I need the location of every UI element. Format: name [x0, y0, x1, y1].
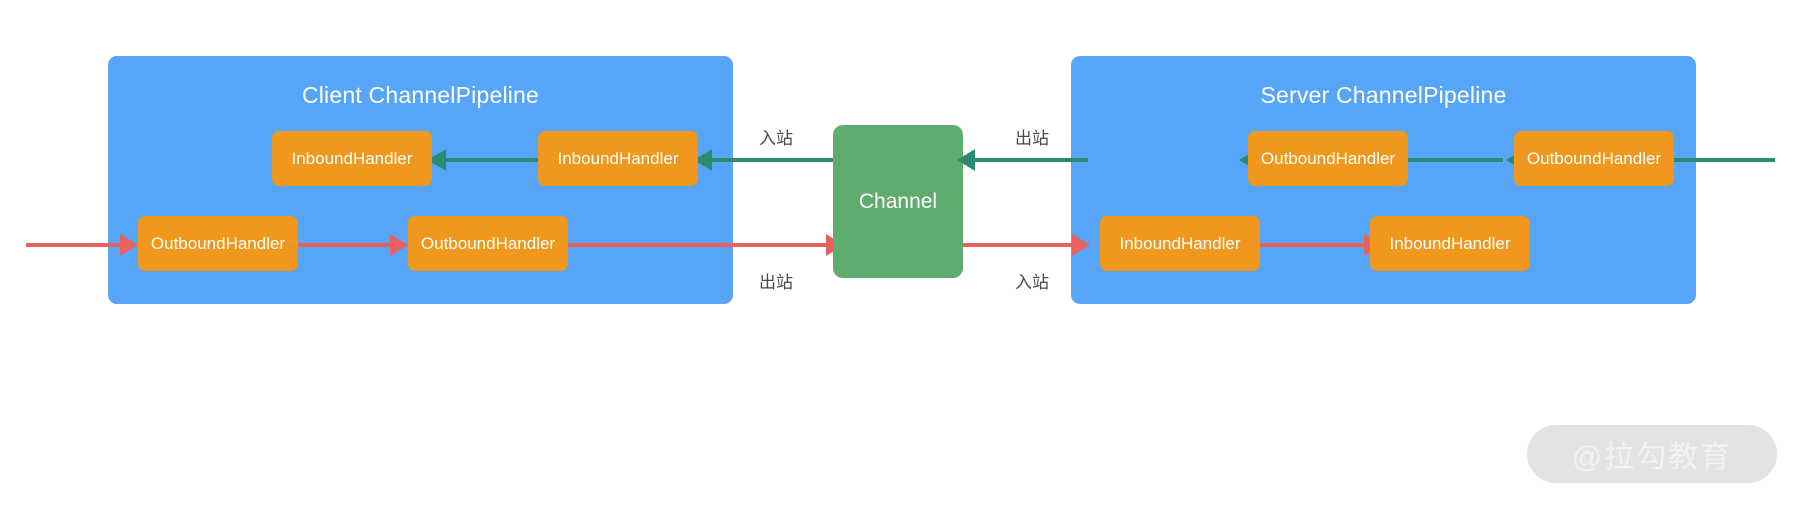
server-outbound-handler-1-label: OutboundHandler — [1260, 148, 1396, 168]
server-inbound-line-from-channel — [963, 243, 1078, 247]
client-inbound-arrowhead-1 — [428, 149, 446, 171]
client-panel-title: Client ChannelPipeline — [301, 82, 540, 108]
client-outbound-line-segment-1 — [296, 243, 396, 247]
client-outbound-line-to-channel — [566, 243, 832, 247]
client-inbound-handler-2-label: InboundHandler — [557, 148, 679, 168]
client-inbound-line-segment-1 — [434, 158, 544, 162]
flow-label-server-outbound: 出站 — [1015, 129, 1049, 148]
client-inbound-line-segment-2 — [700, 158, 845, 162]
client-outbound-handler-1[interactable]: OutboundHandler — [138, 216, 298, 271]
server-outbound-handler-2-label: OutboundHandler — [1526, 148, 1662, 168]
flow-label-client-inbound: 入站 — [759, 129, 793, 148]
client-outbound-arrowhead-1 — [390, 234, 408, 256]
server-outbound-handler-2[interactable]: OutboundHandler — [1514, 131, 1674, 186]
watermark-label: @拉勾教育 — [1571, 441, 1733, 474]
server-inbound-handler-1-label: InboundHandler — [1119, 233, 1241, 253]
client-outbound-line-entry — [26, 243, 126, 247]
watermark: @拉勾教育 — [1527, 425, 1777, 483]
client-inbound-handler-1[interactable]: InboundHandler — [272, 131, 432, 186]
flow-label-client-outbound: 出站 — [759, 273, 793, 292]
client-outbound-arrowhead-entry — [120, 234, 138, 256]
client-inbound-handler-2[interactable]: InboundHandler — [538, 131, 698, 186]
server-inbound-line-segment-1 — [1260, 243, 1370, 247]
client-outbound-handler-2-label: OutboundHandler — [420, 233, 556, 253]
server-panel-title: Server ChannelPipeline — [1260, 82, 1507, 108]
server-outbound-handler-1[interactable]: OutboundHandler — [1248, 131, 1408, 186]
channel-node[interactable]: Channel — [833, 125, 963, 278]
channel-inbound-arrowhead — [957, 149, 975, 171]
client-outbound-handler-2[interactable]: OutboundHandler — [408, 216, 568, 271]
client-inbound-handler-1-label: InboundHandler — [291, 148, 413, 168]
channel-inbound-arrow-line — [963, 158, 1088, 162]
channel-label: Channel — [858, 189, 938, 213]
server-inbound-handler-2[interactable]: InboundHandler — [1370, 216, 1530, 271]
client-outbound-handler-1-label: OutboundHandler — [150, 233, 286, 253]
server-inbound-handler-2-label: InboundHandler — [1389, 233, 1511, 253]
server-inbound-arrowhead-from-channel — [1072, 234, 1090, 256]
server-inbound-handler-1[interactable]: InboundHandler — [1100, 216, 1260, 271]
client-inbound-arrowhead-2 — [694, 149, 712, 171]
flow-label-server-inbound: 入站 — [1015, 273, 1049, 292]
